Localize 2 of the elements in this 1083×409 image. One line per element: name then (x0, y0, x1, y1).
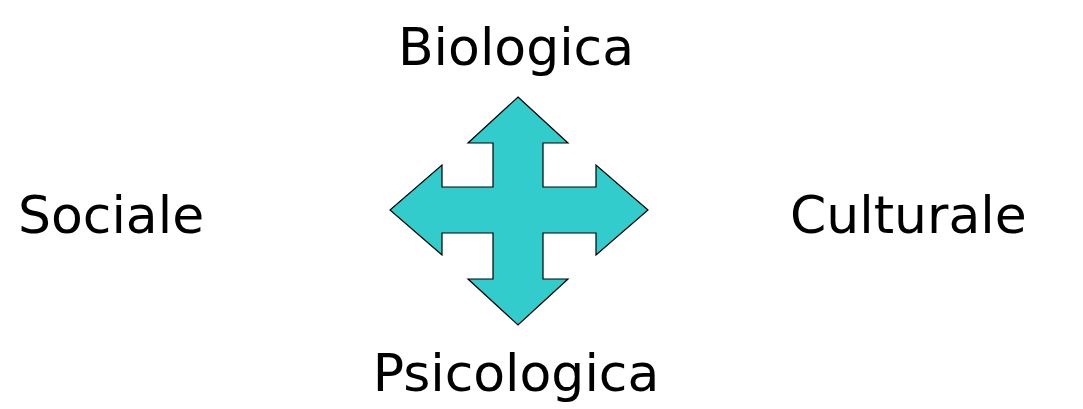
category-label: Sociale (18, 189, 205, 241)
category-label: Culturale (790, 189, 1027, 241)
